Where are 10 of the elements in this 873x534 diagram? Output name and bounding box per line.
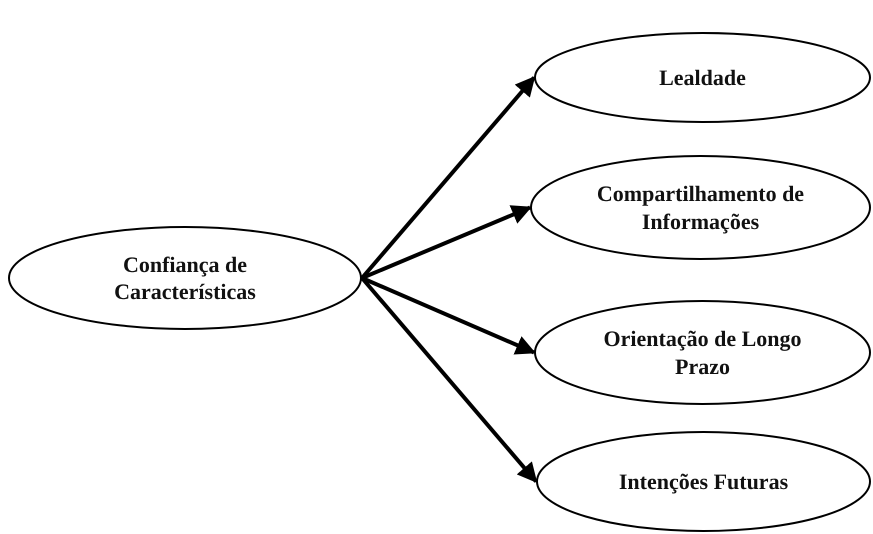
- ellipse-node: [534, 32, 871, 123]
- ellipse-node: [530, 155, 871, 260]
- node-label: Confiança de Características: [113, 250, 257, 306]
- node-label: Compartilhamento de Informações: [596, 180, 806, 235]
- node-label: Intenções Futuras: [618, 468, 788, 496]
- ellipse-node: [8, 226, 362, 330]
- ellipse-node: [534, 300, 871, 405]
- node-label: Lealdade: [659, 64, 746, 92]
- node-label: Orientação de Longo Prazo: [602, 325, 802, 380]
- ellipse-node: [536, 431, 871, 532]
